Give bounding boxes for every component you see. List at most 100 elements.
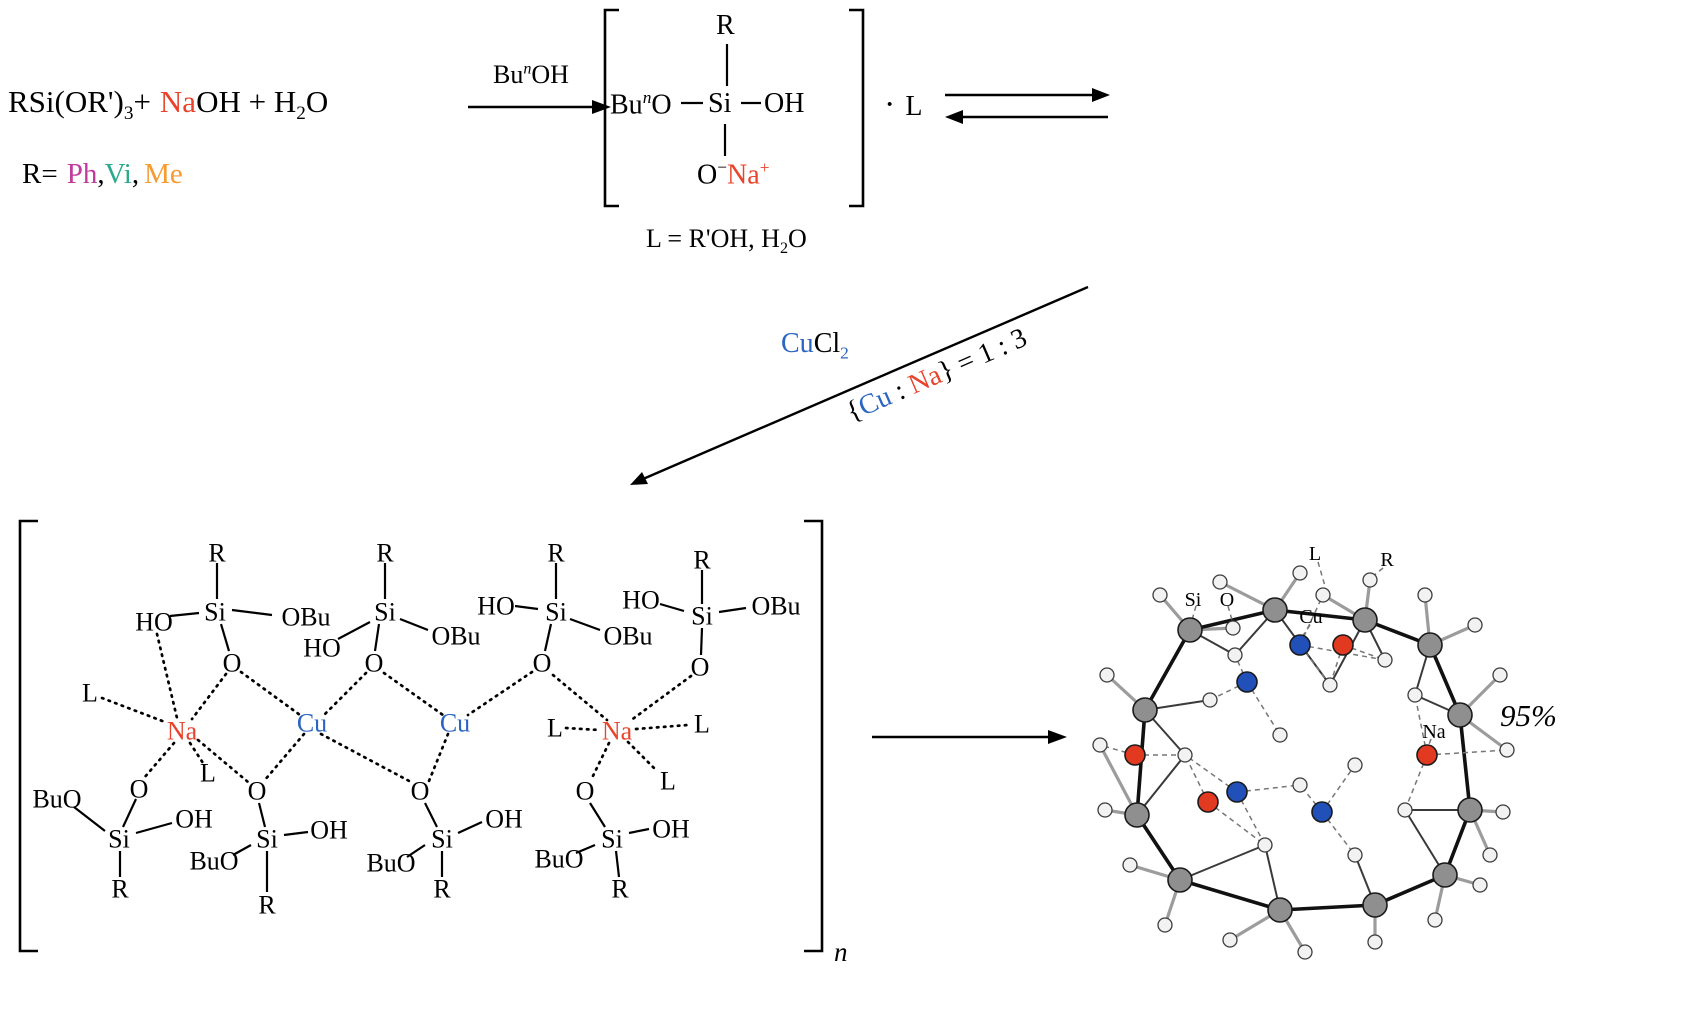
cage-framework-bond — [1458, 713, 1472, 812]
reactant-mid: OH + H — [196, 84, 297, 119]
o-atom-ball — [1482, 847, 1498, 863]
polymer-atom-label: Si — [545, 598, 567, 627]
cage-atom-label: Cu — [1299, 606, 1322, 628]
covalent-bond — [399, 617, 429, 632]
coordination-bond — [262, 732, 306, 783]
o-atom-ball — [1347, 757, 1363, 773]
cucl2-label: CuCl2 — [781, 328, 849, 364]
intermediate-buno: BunO — [610, 88, 672, 121]
coordination-bond — [382, 671, 445, 717]
cage-framework-bond — [1273, 608, 1367, 622]
si-atom-ball — [1132, 697, 1158, 723]
cucl2-sub: 2 — [840, 343, 849, 363]
o-atom-ball — [1227, 647, 1243, 663]
coordination-bond — [188, 741, 205, 765]
si-atom-ball — [1177, 617, 1203, 643]
legend-vinyl: Vi — [104, 158, 132, 190]
polymer-atom-label: HO — [622, 586, 660, 615]
covalent-bond — [135, 821, 173, 835]
polymer-atom-label: O — [130, 775, 149, 804]
polymer-atom-label: OH — [485, 805, 523, 834]
o-atom-ball — [1157, 917, 1173, 933]
ldef-post: O — [788, 224, 807, 253]
polymer-atom-label: R — [111, 875, 129, 904]
cage-terminal-bond — [1098, 743, 1139, 817]
o-atom-ball — [1467, 617, 1483, 633]
o-atom-ball — [1272, 727, 1288, 743]
reactant-core: RSi(OR') — [8, 84, 124, 119]
polymer-atom-label: R — [376, 539, 394, 568]
cage-framework-bond — [1135, 813, 1182, 882]
polymer-atom-label: Si — [601, 825, 623, 854]
intermediate-oh: OH — [764, 88, 804, 120]
cu-atom-ball — [1311, 801, 1333, 823]
polymer-atom-label: Si — [204, 598, 226, 627]
polymer-atom-label: L — [660, 767, 676, 796]
cage-inner-bond — [1179, 844, 1266, 881]
o-atom-ball — [1292, 565, 1308, 581]
o-atom-ball — [1472, 877, 1488, 893]
covalent-bond — [73, 806, 106, 832]
cage-coordination-bond — [1209, 681, 1248, 701]
coordination-bond — [564, 726, 601, 732]
o-atom-ball — [1212, 574, 1228, 590]
covalent-bond — [373, 623, 381, 652]
covalent-bond — [514, 604, 539, 611]
reaction-arrow-head — [592, 100, 611, 114]
o-atom-ball — [1492, 667, 1508, 683]
plus-charge: + — [759, 158, 770, 177]
polymer-subscript-n: n — [834, 937, 848, 967]
coordination-bond — [322, 671, 368, 717]
covalent-bond — [122, 798, 137, 828]
polymer-atom-label: OH — [175, 805, 213, 834]
o-atom-ball — [1225, 620, 1241, 636]
ligand-l: L — [905, 91, 923, 122]
ligand-definition: L = R'OH, H2O — [646, 224, 807, 258]
polymer-atom-label: L — [547, 714, 563, 743]
coordination-bond — [239, 670, 302, 717]
cage-atom-label: Si — [1185, 589, 1202, 611]
polymer-bracket-right — [804, 519, 824, 953]
covalent-bond — [614, 850, 621, 878]
covalent-bond — [589, 802, 606, 828]
diagonal-arrow — [642, 285, 1089, 481]
adduct-dot: · — [884, 86, 896, 123]
polymer-atom-label: Si — [108, 825, 130, 854]
intermediate-bracket-left — [603, 8, 619, 208]
covalent-bond — [575, 843, 596, 855]
covalent-bond — [406, 844, 426, 858]
si-atom-ball — [1447, 702, 1473, 728]
na-atom-ball — [1197, 791, 1219, 813]
si-atom-ball — [1124, 802, 1150, 828]
o-atom-ball — [1177, 747, 1193, 763]
o-atom-ball — [1097, 802, 1113, 818]
legend-comma1: , — [97, 158, 105, 190]
equilibrium-arrow-reverse-head — [945, 110, 963, 124]
intermediate-onam: O−Na+ — [697, 158, 769, 191]
coordination-bond — [628, 674, 693, 723]
polymer-atom-label: R — [433, 875, 451, 904]
polymer-atom-label: O — [248, 777, 267, 806]
cage-framework-bond — [1278, 903, 1377, 912]
cage-coordination-bond — [1317, 561, 1326, 587]
na-atom-ball — [1124, 744, 1146, 766]
cucl2-cl: Cl — [813, 328, 841, 359]
cage-atom-label: Na — [1422, 721, 1445, 743]
minus-charge: − — [717, 158, 728, 177]
cage-coordination-bond — [1227, 605, 1233, 621]
polymer-atom-label: OH — [652, 815, 690, 844]
polymer-atom-label: Si — [431, 825, 453, 854]
arrow-reagent-label: BunOH — [493, 60, 569, 90]
polymer-atom-label: BuO — [32, 785, 81, 814]
polymer-atom-label: O — [533, 649, 552, 678]
polymer-atom-label: OH — [310, 816, 348, 845]
o-atom-ball — [1222, 932, 1238, 948]
cage-framework-bond — [1143, 628, 1192, 712]
cage-framework-bond — [1178, 878, 1282, 912]
o-atom-ball — [1495, 804, 1511, 820]
polymer-atom-label: L — [82, 679, 98, 708]
polymer-atom-label: Si — [691, 602, 713, 631]
cage-inner-bond — [1136, 754, 1186, 816]
buno-bu: Bu — [610, 89, 643, 121]
